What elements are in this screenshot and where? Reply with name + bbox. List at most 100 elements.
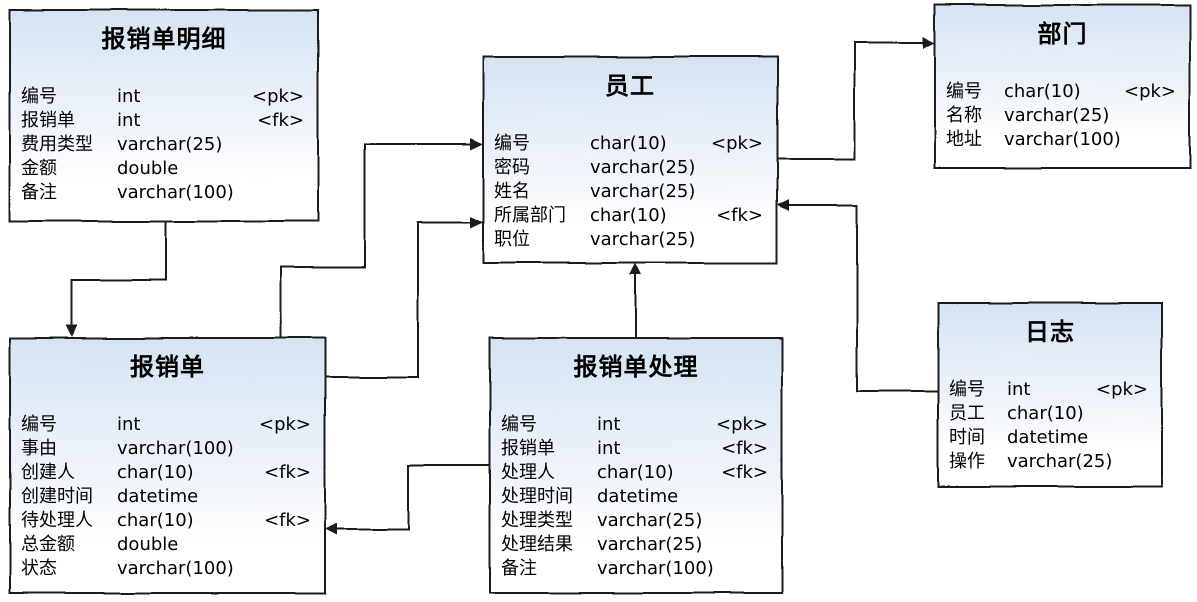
column-type: datetime bbox=[1007, 427, 1089, 448]
relationship-process-to-reimbursement bbox=[325, 465, 490, 535]
column-key: <pk> bbox=[1095, 379, 1148, 400]
column-key: <fk> bbox=[264, 462, 311, 483]
column-type: varchar(100) bbox=[117, 438, 234, 459]
column-row: 操作 varchar(25) bbox=[949, 450, 1148, 474]
column-key: <pk> bbox=[715, 414, 768, 435]
column-type: char(10) bbox=[1004, 81, 1081, 102]
column-row: 报销单 int <fk> bbox=[501, 437, 768, 461]
column-type: varchar(25) bbox=[1007, 451, 1113, 472]
column-name: 备注 bbox=[21, 182, 57, 203]
column-name: 操作 bbox=[949, 451, 985, 472]
column-type: varchar(100) bbox=[117, 182, 234, 203]
table-box-reimbursement-process[interactable] bbox=[489, 337, 783, 594]
column-type: int bbox=[597, 438, 621, 459]
table-title: 报销单 bbox=[130, 353, 205, 381]
relationship-detail-to-reimbursement bbox=[66, 221, 167, 337]
table-box-department[interactable] bbox=[934, 4, 1191, 169]
column-name: 姓名 bbox=[494, 181, 530, 202]
column-row: 编号 char(10) <pk> bbox=[946, 80, 1176, 104]
table-title: 报销单明细 bbox=[101, 25, 227, 53]
column-key: <pk> bbox=[258, 414, 311, 435]
table-title: 部门 bbox=[1037, 20, 1088, 48]
column-name: 备注 bbox=[501, 558, 537, 579]
column-type: varchar(100) bbox=[117, 558, 234, 579]
column-name: 编号 bbox=[946, 81, 982, 102]
relationship-reimbursement-to-employee-creator bbox=[280, 138, 483, 338]
column-row: 总金额 double bbox=[21, 533, 311, 557]
column-name: 地址 bbox=[946, 129, 982, 150]
column-key: <fk> bbox=[721, 438, 768, 459]
column-type: double bbox=[117, 534, 179, 555]
column-name: 创建时间 bbox=[21, 486, 93, 507]
column-type: varchar(25) bbox=[590, 229, 696, 250]
column-row: 姓名 varchar(25) bbox=[494, 180, 763, 204]
column-type: char(10) bbox=[117, 462, 194, 483]
arrowhead-icon bbox=[630, 263, 642, 275]
column-key: <pk> bbox=[1123, 81, 1176, 102]
column-type: varchar(100) bbox=[1004, 129, 1121, 150]
column-name: 密码 bbox=[494, 157, 530, 178]
column-name: 编号 bbox=[21, 86, 57, 107]
column-name: 处理结果 bbox=[501, 534, 573, 555]
column-type: char(10) bbox=[590, 133, 667, 154]
column-type: datetime bbox=[117, 486, 199, 507]
column-name: 编号 bbox=[494, 133, 530, 154]
column-name: 总金额 bbox=[21, 534, 75, 555]
arrowhead-icon bbox=[66, 325, 78, 337]
relationship-log-to-employee bbox=[777, 200, 938, 392]
column-type: datetime bbox=[597, 486, 679, 507]
column-type: int bbox=[117, 110, 141, 131]
column-type: varchar(25) bbox=[590, 181, 696, 202]
column-type: int bbox=[1007, 379, 1031, 400]
column-type: varchar(25) bbox=[597, 534, 703, 555]
column-row: 事由 varchar(100) bbox=[21, 437, 311, 461]
column-name: 编号 bbox=[501, 414, 537, 435]
table-box-reimbursement-detail[interactable] bbox=[9, 9, 319, 222]
column-name: 所属部门 bbox=[494, 205, 566, 226]
column-key: <fk> bbox=[721, 462, 768, 483]
column-name: 报销单 bbox=[501, 438, 555, 459]
column-type: char(10) bbox=[597, 462, 674, 483]
column-name: 事由 bbox=[21, 438, 57, 459]
relationship-reimbursement-to-employee-handler bbox=[325, 216, 483, 378]
table-box-log[interactable] bbox=[937, 302, 1163, 488]
column-name: 待处理人 bbox=[21, 510, 93, 531]
table-title: 报销单处理 bbox=[573, 353, 699, 381]
column-row: 处理结果 varchar(25) bbox=[501, 533, 768, 557]
column-type: varchar(25) bbox=[117, 134, 223, 155]
table-box-employee[interactable] bbox=[482, 56, 778, 264]
arrowhead-icon bbox=[470, 138, 483, 150]
table-box-reimbursement[interactable] bbox=[9, 337, 326, 594]
column-type: char(10) bbox=[1007, 403, 1084, 424]
arrowhead-icon bbox=[777, 200, 789, 212]
column-type: char(10) bbox=[590, 205, 667, 226]
column-name: 状态 bbox=[21, 558, 57, 579]
column-key: <fk> bbox=[716, 205, 763, 226]
